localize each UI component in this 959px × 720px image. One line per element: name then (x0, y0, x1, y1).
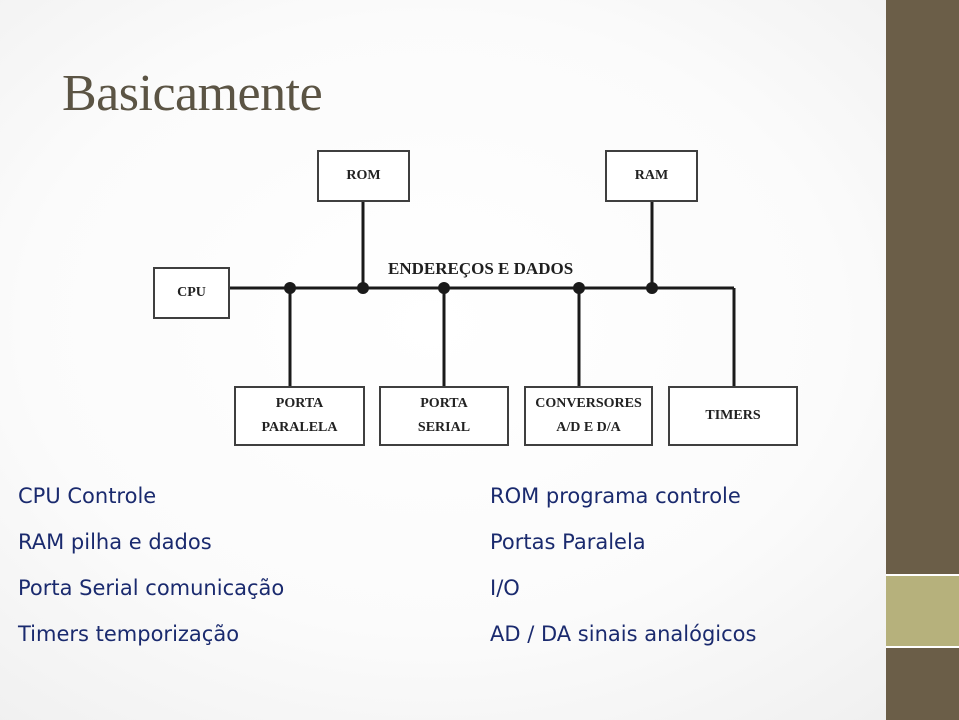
porta-paralela-label: PORTA PARALELA (261, 396, 338, 435)
porta-serial-label: PORTA SERIAL (417, 396, 471, 435)
sidebar-band-bottom (886, 647, 959, 720)
list-item: AD / DA sinais analógicos (490, 622, 757, 646)
right-bullet-list: ROM programa controle Portas Paralela I/… (490, 473, 756, 657)
bus-label: ENDEREÇOS E DADOS (388, 259, 574, 278)
rom-box: ROM (317, 150, 410, 202)
rom-box-label: ROM (346, 168, 381, 183)
junction-dot (573, 282, 585, 294)
list-item: RAM pilha e dados (18, 530, 212, 554)
decorative-sidebar (886, 0, 959, 720)
ram-box-label: RAM (634, 168, 669, 183)
left-bullet-list: CPU Controle RAM pilha e dados Porta Ser… (18, 473, 284, 657)
conversores-box: CONVERSORES A/D E D/A (524, 386, 653, 446)
bus-diagram: ENDEREÇOS E DADOS ROM RAM CPU PORTA PARA… (130, 140, 810, 455)
sidebar-band-top (886, 0, 959, 575)
ram-box: RAM (605, 150, 698, 202)
sidebar-divider-bottom (886, 646, 959, 648)
list-item: ROM programa controle (490, 484, 741, 508)
list-item: CPU Controle (18, 484, 157, 508)
junction-dot (438, 282, 450, 294)
cpu-box: CPU (153, 267, 230, 319)
junction-dot (284, 282, 296, 294)
timers-box: TIMERS (668, 386, 798, 446)
list-item: Timers temporização (18, 622, 240, 646)
junction-dot (357, 282, 369, 294)
conversores-label: CONVERSORES A/D E D/A (535, 396, 642, 435)
bus-wires (229, 202, 736, 386)
sidebar-band-middle (886, 575, 959, 647)
timers-label: TIMERS (705, 408, 761, 423)
cpu-box-label: CPU (177, 285, 206, 300)
porta-serial-box: PORTA SERIAL (379, 386, 509, 446)
porta-paralela-box: PORTA PARALELA (234, 386, 365, 446)
sidebar-divider-top (886, 574, 959, 576)
slide-title: Basicamente (62, 65, 323, 122)
junction-dot (646, 282, 658, 294)
list-item: Porta Serial comunicação (18, 576, 285, 600)
list-item: I/O (490, 576, 520, 600)
list-item: Portas Paralela (490, 530, 646, 554)
